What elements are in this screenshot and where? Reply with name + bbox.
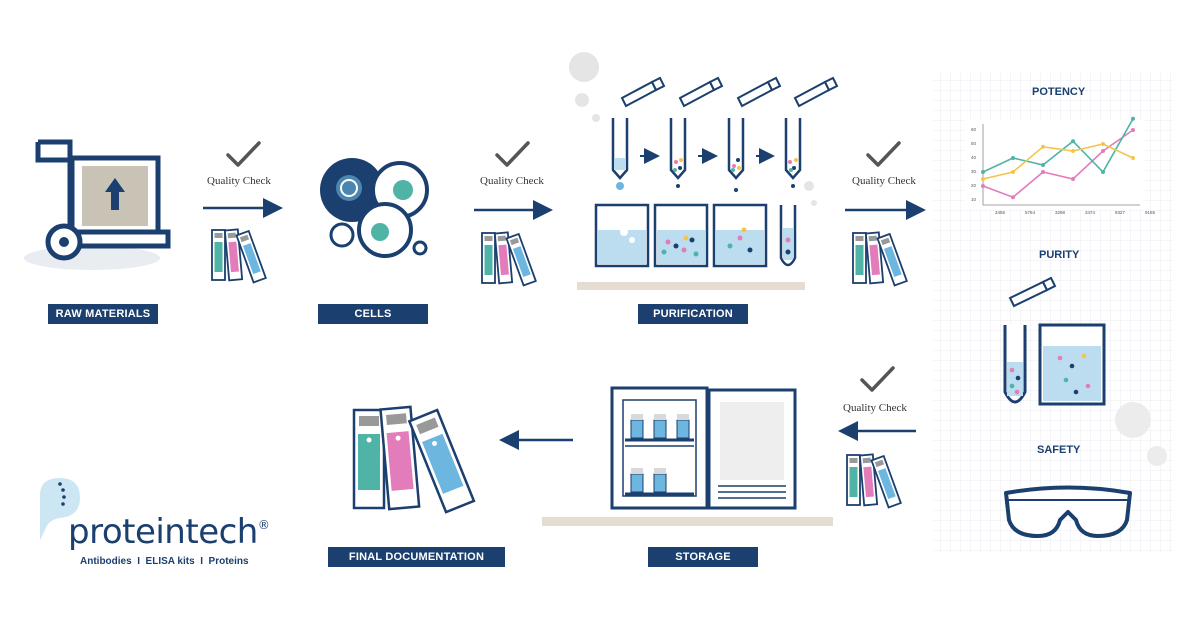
proteintech-logo-mark [40,478,80,540]
hand-truck-icon [24,139,171,270]
data-point [1041,170,1045,174]
data-point [1041,163,1045,167]
purification-label: PURIFICATION [638,304,748,324]
check-icon [495,141,530,167]
decor-circle [1147,446,1167,466]
safety-heading: SAFETY [1037,444,1081,456]
x-tick-label: 3474 [1085,210,1096,215]
y-tick-label: 30 [971,169,977,174]
fridge-icon [542,386,833,526]
data-point [981,177,985,181]
data-point [1071,177,1075,181]
data-point [1131,116,1135,121]
data-point [1071,149,1075,153]
x-tick-label: 5764 [1025,210,1036,215]
data-point [1131,128,1135,132]
binders-small-icon [852,231,908,287]
data-point [1011,195,1015,200]
y-tick-label: 20 [971,183,977,188]
data-point [1011,170,1015,174]
data-point [1041,144,1045,149]
raw-materials-label: RAW MATERIALS [48,304,158,324]
cells-icon [320,158,429,258]
binders-small-icon [211,228,267,284]
brand-tagline: Antibodies I ELISA kits I Proteins [80,556,249,567]
decor-circle [1115,402,1151,438]
data-point [1011,156,1015,160]
storage-label: STORAGE [648,547,758,567]
brand-name: proteintech® [68,512,270,552]
y-tick-label: 60 [971,127,977,132]
quality-check-label: Quality Check [207,175,271,187]
data-point [981,184,985,188]
data-point [1071,139,1075,144]
y-tick-label: 50 [971,141,977,146]
final-documentation-label: FINAL DOCUMENTATION [328,547,505,567]
x-tick-label: 9165 [1145,210,1156,215]
y-tick-label: 40 [971,155,977,160]
purity-icon [1003,276,1106,406]
purification-icon [569,52,839,290]
brand-wordmark: proteintech [68,512,258,552]
data-point [1101,142,1105,146]
x-tick-label: 3456 [995,210,1006,215]
data-point [1101,149,1105,153]
purity-heading: PURITY [1039,249,1080,261]
data-point [981,170,985,174]
series-line [982,118,1134,174]
series-line [982,129,1134,199]
data-point [1131,156,1135,160]
cells-label: CELLS [318,304,428,324]
potency-heading: POTENCY [1032,86,1086,98]
safety-goggles-icon [1004,485,1132,538]
quality-check-label: Quality Check [480,175,544,187]
x-tick-label: 3298 [1055,210,1066,215]
binders-small-icon [846,453,902,509]
data-point [1101,170,1105,174]
check-icon [866,141,901,167]
x-tick-label: 9327 [1115,210,1126,215]
quality-check-label: Quality Check [843,402,907,414]
registered-mark: ® [257,518,270,532]
series-line [982,143,1134,180]
y-tick-label: 10 [971,197,977,202]
binders-large-icon [352,405,476,514]
potency-chart [965,116,1143,210]
quality-check-label: Quality Check [852,175,916,187]
binders-small-icon [481,231,537,287]
check-icon [226,141,261,167]
check-icon [860,366,895,392]
